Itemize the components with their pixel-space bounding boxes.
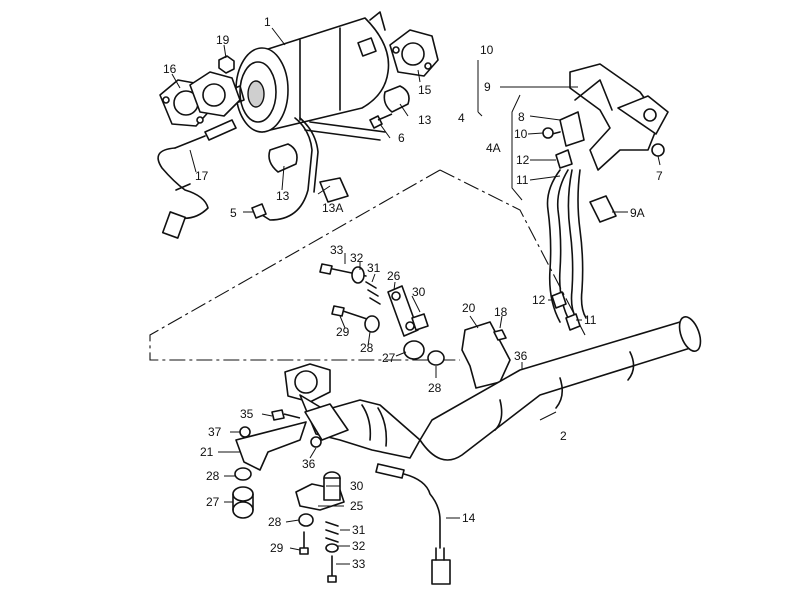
label-32-upper: 32: [350, 251, 364, 265]
label-20: 20: [462, 301, 476, 315]
pressure-pipe: [261, 117, 386, 221]
label-9: 9: [484, 80, 491, 94]
label-9A: 9A: [630, 206, 645, 220]
label-29-upper: 29: [336, 325, 350, 339]
label-10-top: 10: [480, 43, 494, 57]
label-27-lower: 27: [206, 495, 220, 509]
label-11-lower: 11: [584, 313, 597, 327]
gasket-15: [389, 29, 439, 77]
label-2: 2: [560, 429, 567, 443]
label-1: 1: [264, 15, 271, 29]
label-7: 7: [656, 169, 663, 183]
label-25: 25: [350, 499, 364, 513]
label-4A: 4A: [486, 141, 501, 155]
label-13A: 13A: [322, 201, 343, 215]
label-28-upper: 28: [360, 341, 374, 355]
label-27-upper: 27: [382, 351, 396, 365]
label-11-upper: 11: [516, 173, 529, 187]
lambda-sensor-14: [375, 463, 451, 585]
label-10-mid: 10: [514, 127, 528, 141]
pressure-hoses: [546, 169, 617, 323]
label-18: 18: [494, 305, 508, 319]
label-32-lower: 32: [352, 539, 366, 553]
clamp-13-upper: [383, 85, 410, 113]
label-13-right: 13: [418, 113, 432, 127]
group-outline-upper: [149, 169, 460, 361]
mount-hardware-lower-center: [295, 471, 345, 583]
label-16: 16: [163, 62, 177, 76]
bracket-21: [235, 421, 307, 471]
label-21: 21: [200, 445, 214, 459]
label-35: 35: [240, 407, 254, 421]
nut-18: [493, 329, 507, 341]
lambda-sensor-17: [157, 119, 237, 239]
label-14: 14: [462, 511, 476, 525]
label-28-lower: 28: [268, 515, 282, 529]
label-29-lower: 29: [270, 541, 284, 555]
label-33-upper: 33: [330, 243, 344, 257]
flange-gasket-left: [159, 71, 241, 127]
group-outline-right: [439, 169, 586, 336]
label-12-lower: 12: [532, 293, 546, 307]
particulate-filter: [224, 11, 390, 133]
label-26: 26: [387, 269, 401, 283]
label-28-lower-left: 28: [206, 469, 220, 483]
bracket-assembly: [542, 63, 669, 171]
label-19: 19: [216, 33, 230, 47]
label-6: 6: [398, 131, 405, 145]
label-15: 15: [418, 83, 432, 97]
label-37: 37: [208, 425, 222, 439]
nut-19: [218, 55, 235, 74]
label-28-mid: 28: [428, 381, 442, 395]
nut-37: [239, 426, 251, 438]
bolt-5: [251, 203, 267, 219]
bolt-35: [271, 409, 301, 421]
exhaust-pipe: [419, 316, 702, 461]
label-5: 5: [230, 206, 237, 220]
label-8: 8: [518, 110, 525, 124]
label-31-upper: 31: [367, 261, 381, 275]
nut-36-lower: [310, 436, 322, 448]
mount-hardware-lower-left: [232, 467, 254, 519]
label-4: 4: [458, 111, 465, 125]
mount-hardware-middle: [319, 263, 445, 366]
clip-12-lower: [551, 291, 567, 309]
part-labels: 1 19 16 17 5 13 13A 6 13 15 10 9 4 8 10 …: [163, 15, 663, 571]
label-36-lower: 36: [302, 457, 316, 471]
label-31-lower: 31: [352, 523, 366, 537]
label-13-left: 13: [276, 189, 290, 203]
label-30-lower: 30: [350, 479, 364, 493]
label-12-upper: 12: [516, 153, 530, 167]
clip-11-lower: [565, 313, 581, 331]
label-36-upper: 36: [514, 349, 528, 363]
front-pipe-converter: [284, 363, 421, 459]
label-17: 17: [195, 169, 209, 183]
leader-lines: [171, 27, 661, 565]
label-30-upper: 30: [412, 285, 426, 299]
bolt-6: [369, 113, 393, 129]
label-33-lower: 33: [352, 557, 366, 571]
